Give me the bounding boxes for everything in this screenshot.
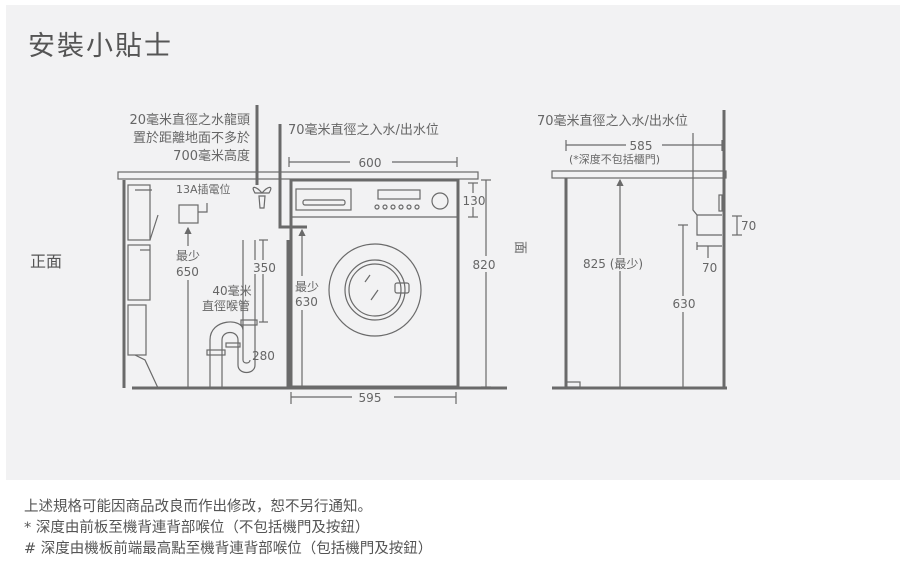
cabinet [122,180,159,389]
front-view-label: 正面 [30,252,63,271]
dim-600: 600 [359,156,382,170]
front-view: 20毫米直徑之水龍頭 置於距離地面不多於 700毫米高度 70毫米直徑之入水/出… [117,105,527,405]
side-pipe [692,133,722,236]
diagram-panel [6,5,900,480]
min-label-630: 最少 [295,280,319,294]
dim-595: 595 [359,391,382,405]
front-pipe-note: 70毫米直徑之入水/出水位 [288,122,439,138]
socket-label: 13A插電位 [176,182,231,196]
side-view: 70毫米直徑之入水/出水位 585 (*深度不包括櫃門) 825 (最少) 63… [537,110,756,390]
dim-70-depth: 70 [702,261,717,275]
tap-note-line2: 置於距離地面不多於 [133,130,250,146]
drain-note-line2: 直徑喉管 [202,298,250,313]
dim-350: 350 [253,261,276,275]
dial-knob [431,192,449,210]
dim-630-side: 630 [673,297,696,311]
drain-pipe [209,240,256,388]
door [328,243,422,337]
note-disclaimer: 上述規格可能因商品改良而作出修改，恕不另行通知。 [24,499,372,515]
dim-650: 650 [176,265,199,279]
tap-note-line1: 20毫米直徑之水龍頭 [129,112,250,128]
dim-70-height: 70 [741,219,756,233]
min-label-650: 最少 [176,249,200,263]
dim-130: 130 [463,194,486,208]
dim-630-front: 630 [295,295,318,309]
dim-820: 820 [473,258,496,272]
washing-machine [289,178,460,389]
note-depth-incl: # 深度由機板前端最高點至機背連背部喉位（包括機門及按鈕） [24,541,433,557]
dim-585: 585 [630,139,653,153]
socket-icon [178,204,199,224]
side-view-label: 面 [512,241,527,254]
side-countertop [551,170,727,179]
dim-825: 825 (最少) [583,257,643,271]
tap-note-line3: 700毫米高度 [173,148,250,164]
inlet-pipe [278,124,307,229]
drain-note-line1: 40毫米 [212,283,251,298]
detergent-drawer [295,188,352,211]
side-pipe-note: 70毫米直徑之入水/出水位 [537,113,688,129]
depth-note: (*深度不包括櫃門) [569,152,660,166]
countertop [117,171,479,180]
dim-280: 280 [252,349,275,363]
page-title: 安裝小貼士 [28,31,173,62]
footnotes: 上述規格可能因商品改良而作出修改，恕不另行通知。 * 深度由前板至機背連背部喉位… [24,497,432,560]
tap-icon [252,186,272,209]
display [377,189,421,200]
note-depth-excl: * 深度由前板至機背連背部喉位（不包括機門及按鈕） [24,520,370,536]
